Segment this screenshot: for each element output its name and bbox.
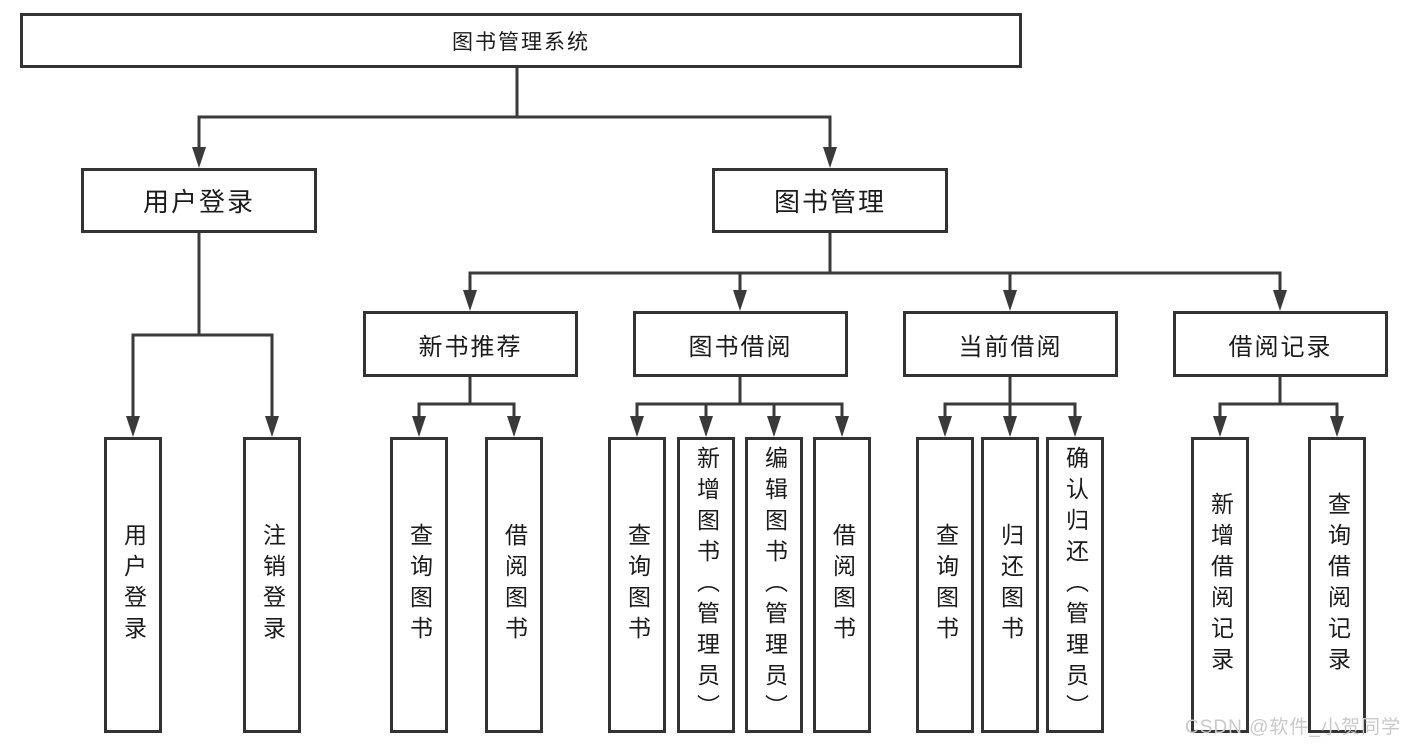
- leaf-query-borrow-record: 查询借阅记录: [1308, 437, 1366, 733]
- leaf-confirm-return-admin-label: 确认归还（管理员）: [1062, 445, 1089, 725]
- leaf-user-login: 用户登录: [104, 437, 162, 733]
- leaf-edit-book-admin-label: 编辑图书（管理员）: [761, 445, 788, 725]
- node-book-borrow: 图书借阅: [633, 311, 848, 377]
- leaf-add-book-admin-label: 新增图书（管理员）: [693, 445, 720, 725]
- leaf-return-book-label: 归还图书: [997, 523, 1024, 647]
- leaf-edit-book-admin: 编辑图书（管理员）: [745, 437, 803, 733]
- leaf-logout-label: 注销登录: [259, 523, 286, 647]
- node-book-management: 图书管理: [712, 168, 948, 233]
- connector-strokes: [131, 68, 1339, 420]
- node-borrow-records-label: 借阅记录: [1228, 333, 1333, 361]
- leaf-add-borrow-record: 新增借阅记录: [1191, 437, 1249, 733]
- node-user-login: 用户登录: [81, 168, 317, 233]
- node-book-management-label: 图书管理: [773, 187, 886, 217]
- leaf-query-borrow-record-label: 查询借阅记录: [1324, 492, 1351, 678]
- leaf-add-book-admin: 新增图书（管理员）: [677, 437, 735, 733]
- node-new-book-recommend-label: 新书推荐: [418, 333, 523, 361]
- node-current-borrow: 当前借阅: [903, 311, 1118, 377]
- node-root-label: 图书管理系统: [452, 30, 590, 54]
- leaf-add-borrow-record-label: 新增借阅记录: [1207, 492, 1234, 678]
- leaf-logout: 注销登录: [243, 437, 301, 733]
- leaf-query-books-borrow-label: 查询图书: [624, 523, 651, 647]
- leaf-borrow-books-borrow-label: 借阅图书: [829, 523, 856, 647]
- leaf-query-books-recommend: 查询图书: [390, 437, 448, 733]
- leaf-query-books-current: 查询图书: [916, 437, 974, 733]
- node-current-borrow-label: 当前借阅: [958, 333, 1063, 361]
- node-user-login-label: 用户登录: [142, 187, 255, 217]
- node-borrow-records: 借阅记录: [1173, 311, 1388, 377]
- leaf-query-books-borrow: 查询图书: [608, 437, 666, 733]
- arrowheads: [126, 147, 1344, 437]
- csdn-watermark: CSDN @软件_小贺同学: [1185, 717, 1401, 738]
- leaf-return-book: 归还图书: [981, 437, 1039, 733]
- leaf-borrow-books-recommend: 借阅图书: [485, 437, 543, 733]
- leaf-user-login-label: 用户登录: [120, 523, 147, 647]
- node-book-borrow-label: 图书借阅: [688, 333, 793, 361]
- leaf-query-books-current-label: 查询图书: [932, 523, 959, 647]
- leaf-borrow-books-recommend-label: 借阅图书: [501, 523, 528, 647]
- node-root-library-system: 图书管理系统: [20, 13, 1022, 68]
- node-new-book-recommend: 新书推荐: [363, 311, 578, 377]
- leaf-borrow-books-borrow: 借阅图书: [813, 437, 871, 733]
- leaf-query-books-recommend-label: 查询图书: [406, 523, 433, 647]
- leaf-confirm-return-admin: 确认归还（管理员）: [1046, 437, 1104, 733]
